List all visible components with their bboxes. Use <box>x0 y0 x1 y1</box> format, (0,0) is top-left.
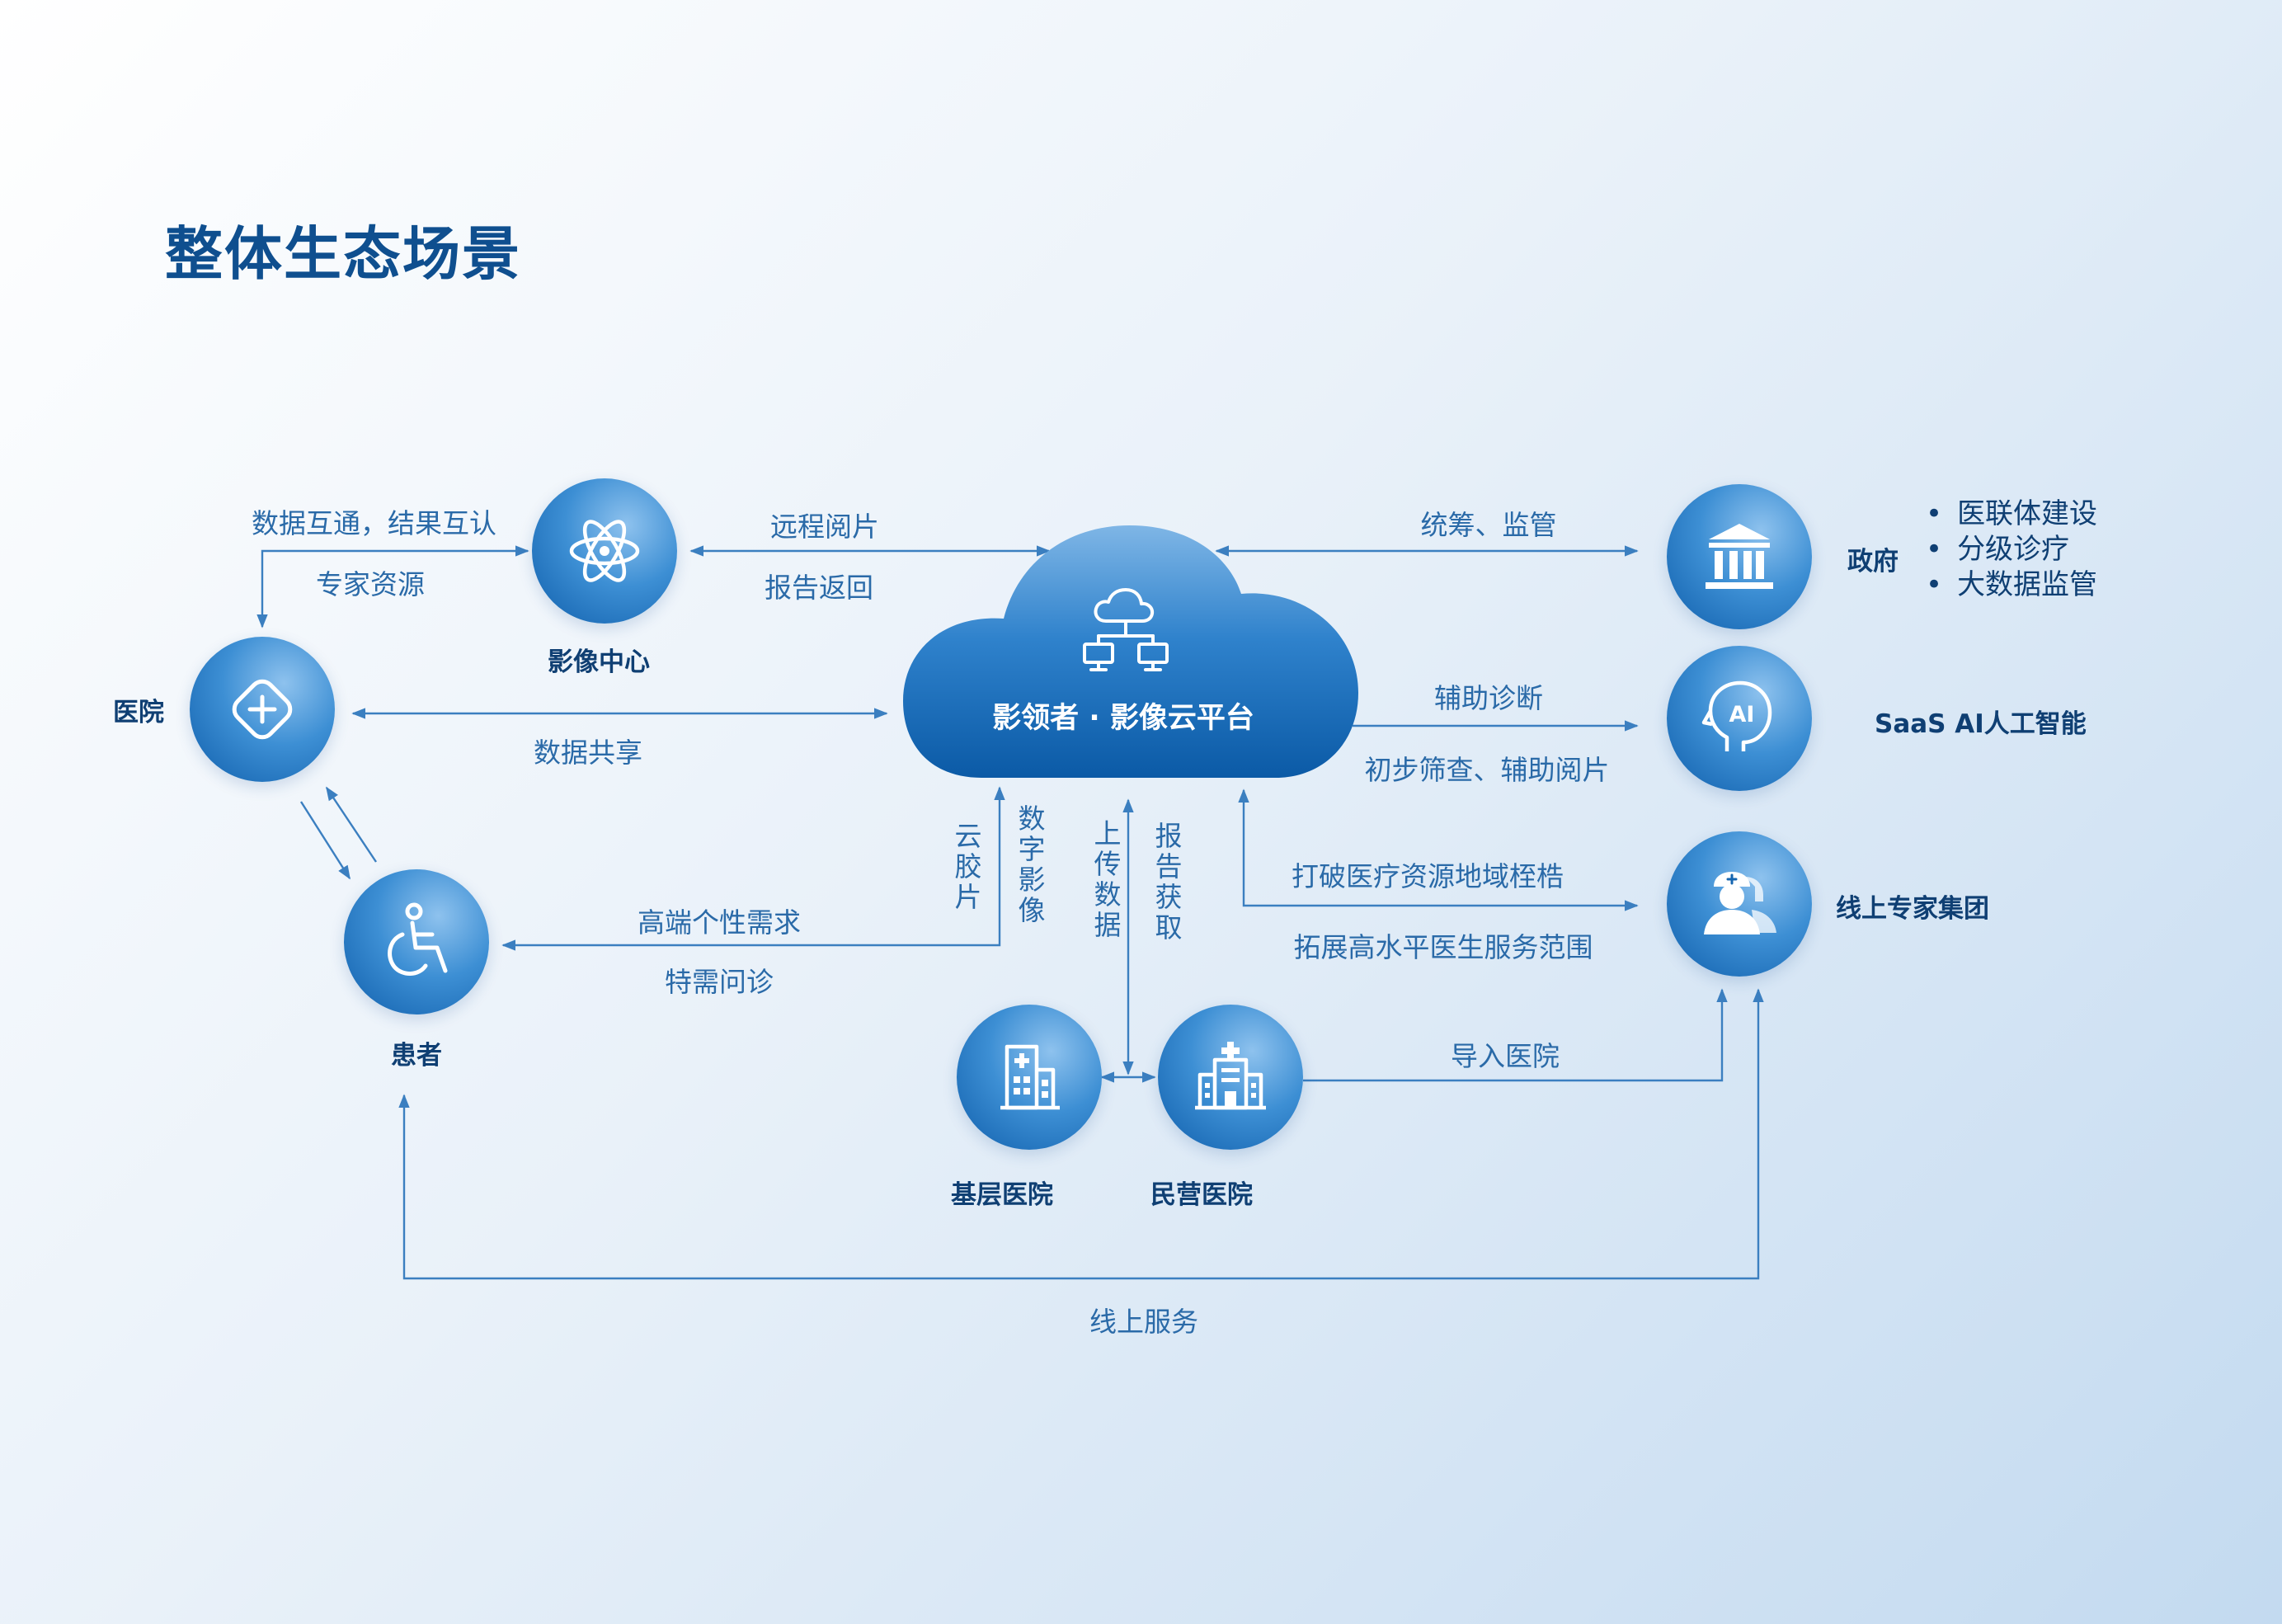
edge-hospital-patient-a <box>299 801 351 880</box>
government-label: 政府 <box>1847 547 1899 577</box>
bullet-item: 大数据监管 <box>1926 567 2097 603</box>
edge-label-premium-needs: 高端个性需求 <box>638 906 801 939</box>
edge-label-coordination: 统筹、监管 <box>1420 509 1557 541</box>
page-title: 整体生态场景 <box>165 220 521 288</box>
bullet-item: 分级诊疗 <box>1926 532 2097 567</box>
edge-hospital-patient-b <box>326 786 377 863</box>
private-hospital-label: 民营医院 <box>1150 1180 1253 1210</box>
experts-node[interactable] <box>1667 831 1812 977</box>
edge-platform-patient <box>501 786 1005 951</box>
svg-text:AI: AI <box>1729 702 1755 727</box>
edge-label-data-sharing: 数据共享 <box>534 737 642 769</box>
clinic-building-icon <box>1000 1044 1060 1110</box>
edge-label-screening: 初步筛查、辅助阅片 <box>1364 754 1610 786</box>
imaging-center-label: 影像中心 <box>548 647 650 677</box>
edge-label-report-return: 报告返回 <box>765 572 873 604</box>
edge-online-service <box>398 988 1764 1280</box>
hospital-building-icon <box>1195 1042 1266 1110</box>
edge-label-upload-data: 上传数据 <box>1089 819 1122 941</box>
edge-label-aux-diagnosis: 辅助诊断 <box>1434 682 1543 714</box>
edge-label-online-service: 线上服务 <box>1089 1306 1198 1338</box>
wheelchair-icon <box>388 902 448 976</box>
patient-label: 患者 <box>391 1041 442 1071</box>
ai-head-icon: AI <box>1701 680 1772 751</box>
atom-icon <box>569 520 640 582</box>
government-bullets: 医联体建设 分级诊疗 大数据监管 <box>1926 497 2097 603</box>
platform-title: 影领者 · 影像云平台 <box>992 702 1254 735</box>
medical-plus-icon <box>232 679 293 740</box>
edge-label-break-barriers: 打破医疗资源地域桎梏 <box>1292 860 1564 892</box>
edge-label-cloud-film: 云胶片 <box>950 821 982 913</box>
government-node[interactable] <box>1667 484 1812 629</box>
edge-label-expert-resources: 专家资源 <box>316 568 425 600</box>
imaging-center-node[interactable] <box>532 478 677 624</box>
hospital-label: 医院 <box>113 698 164 727</box>
edge-label-digital-image: 数字影像 <box>1014 804 1046 926</box>
edge-label-expand-service: 拓展高水平医生服务范围 <box>1293 931 1593 963</box>
cloud-network-icon <box>1083 588 1169 671</box>
edge-label-data-exchange: 数据互通，结果互认 <box>252 507 496 539</box>
primary-hospital-label: 基层医院 <box>951 1180 1053 1210</box>
platform-cloud <box>903 525 1358 778</box>
edge-label-report-get: 报告获取 <box>1150 821 1183 944</box>
edge-label-import-hospital: 导入医院 <box>1451 1040 1560 1072</box>
hospital-node[interactable] <box>190 637 335 782</box>
edge-hospital-imaging <box>256 545 529 628</box>
ai-label: SaaS AI人工智能 <box>1875 709 2087 739</box>
patient-node[interactable] <box>344 869 489 1014</box>
bullet-item: 医联体建设 <box>1926 497 2097 532</box>
ai-node[interactable]: AI <box>1667 646 1812 791</box>
edge-platform-experts <box>1238 788 1639 911</box>
primary-hospital-node[interactable] <box>957 1005 1102 1150</box>
private-hospital-node[interactable] <box>1158 1005 1303 1150</box>
doctors-icon <box>1704 872 1776 934</box>
edge-label-remote-reading: 远程阅片 <box>770 511 879 543</box>
government-building-icon <box>1706 524 1773 589</box>
edge-label-special-consult: 特需问诊 <box>665 966 774 998</box>
experts-label: 线上专家集团 <box>1836 894 1989 924</box>
